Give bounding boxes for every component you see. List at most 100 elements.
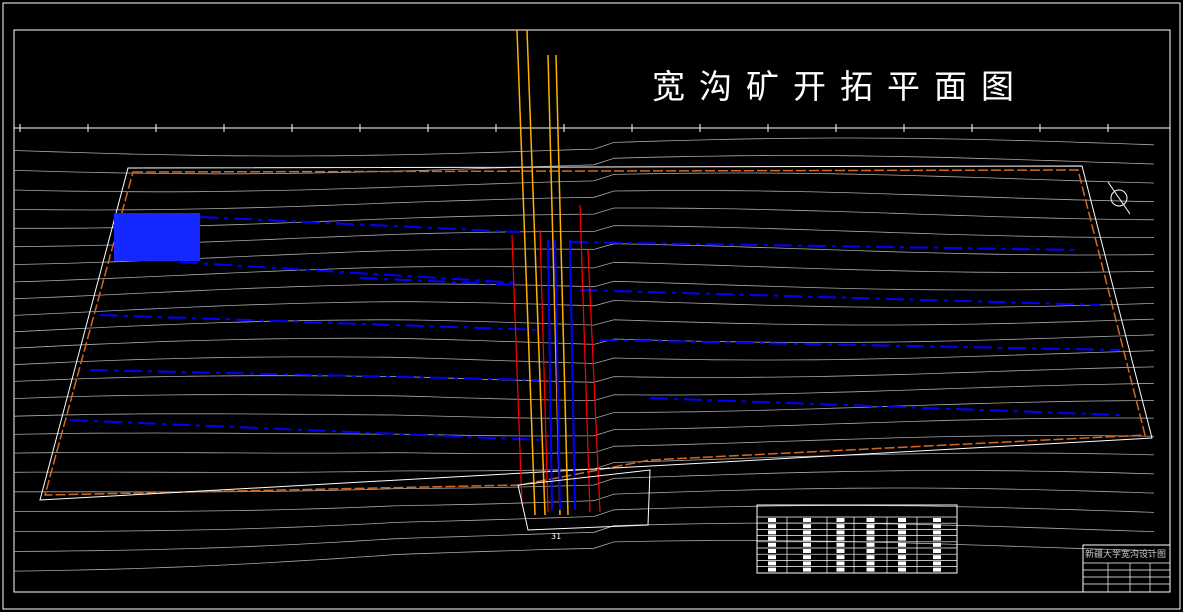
contour-line bbox=[13, 155, 1155, 175]
coal-seam-line bbox=[99, 314, 541, 331]
inner-frame bbox=[13, 29, 1171, 593]
legend-cell-text bbox=[898, 549, 906, 553]
legend-cell-text bbox=[836, 542, 845, 547]
coal-seam-line bbox=[599, 339, 1121, 351]
legend-cell-text bbox=[836, 530, 845, 535]
coal-seam-line bbox=[359, 277, 521, 286]
drawing-title: 宽沟矿开拓平面图 bbox=[652, 67, 1028, 106]
legend-cell-text bbox=[898, 518, 906, 522]
contour-line bbox=[13, 400, 1155, 419]
legend-cell-text bbox=[898, 524, 906, 529]
legend-cell-text bbox=[933, 542, 941, 547]
contour-line bbox=[13, 225, 1154, 248]
fault-line bbox=[579, 204, 591, 513]
contour-line bbox=[13, 366, 1155, 383]
legend-cell-text bbox=[836, 524, 845, 529]
legend-cell-text bbox=[866, 530, 875, 535]
shaft-bottom-outline bbox=[517, 469, 651, 531]
legend-cell-text bbox=[803, 518, 811, 522]
legend-cell-text bbox=[836, 549, 845, 553]
legend-cell-text bbox=[768, 536, 776, 541]
contour-line bbox=[13, 417, 1155, 437]
roadway-line bbox=[554, 239, 561, 511]
coal-seam-line bbox=[179, 261, 521, 284]
legend-cell-text bbox=[768, 518, 776, 522]
legend-cell-text bbox=[933, 567, 941, 572]
contour-line bbox=[13, 505, 1155, 532]
legend-cell-text bbox=[836, 555, 845, 560]
legend-cell-text bbox=[803, 530, 811, 535]
legend-cell-text bbox=[933, 530, 941, 535]
legend-cell-text bbox=[933, 561, 941, 566]
shaft-line bbox=[526, 29, 546, 516]
legend-cell-text bbox=[866, 549, 875, 553]
legend-cell-text bbox=[866, 518, 875, 522]
contour-line bbox=[13, 190, 1155, 211]
legend-cell-text bbox=[933, 536, 941, 541]
legend-cell-text bbox=[768, 549, 776, 553]
legend-cell-text bbox=[768, 530, 776, 535]
contour-line bbox=[13, 522, 1155, 552]
legend-cell-text bbox=[933, 549, 941, 553]
roadway-line bbox=[569, 239, 576, 511]
coal-seam-line bbox=[569, 241, 1081, 251]
legend-cell-text bbox=[866, 561, 875, 566]
legend-cell-text bbox=[836, 561, 845, 566]
legend-cell-text bbox=[933, 555, 941, 560]
legend-cell-text bbox=[803, 542, 811, 547]
contour-line bbox=[13, 137, 1155, 157]
legend-cell-text bbox=[768, 524, 776, 529]
shaft-line bbox=[516, 29, 536, 516]
legend-cell-text bbox=[898, 542, 906, 547]
contour-line bbox=[13, 540, 1155, 572]
legend-cell-text bbox=[768, 555, 776, 560]
shaft-line bbox=[555, 54, 569, 516]
contour-line bbox=[13, 261, 1155, 283]
coal-seam-line bbox=[579, 289, 1101, 306]
coal-seam-line bbox=[69, 419, 541, 441]
coal-seam-line bbox=[199, 216, 521, 233]
roadway-line bbox=[547, 239, 553, 511]
legend-cell-text bbox=[768, 542, 776, 547]
legend-cell-text bbox=[836, 518, 845, 522]
fault-line bbox=[511, 234, 523, 506]
legend-cell-text bbox=[898, 536, 906, 541]
legend-cell-text bbox=[836, 536, 845, 541]
legend-cell-text bbox=[836, 567, 845, 572]
legend-cell-text bbox=[866, 536, 875, 541]
legend-cell-text bbox=[768, 561, 776, 566]
legend-cell-text bbox=[933, 524, 941, 529]
legend-cell-text bbox=[866, 555, 875, 560]
legend-cell-text bbox=[866, 542, 875, 547]
fault-line bbox=[587, 249, 601, 513]
legend-cell-text bbox=[866, 524, 875, 529]
legend-cell-text bbox=[768, 567, 776, 572]
legend-cell-text bbox=[803, 555, 811, 560]
north-arrow-icon bbox=[1110, 189, 1128, 207]
legend-cell-text bbox=[898, 530, 906, 535]
title-block bbox=[1082, 544, 1171, 593]
contour-line bbox=[13, 383, 1155, 402]
legend-cell-text bbox=[933, 518, 941, 522]
coal-seam-line bbox=[89, 369, 541, 381]
coal-seam-line bbox=[649, 397, 1121, 416]
legend-cell-text bbox=[803, 536, 811, 541]
contour-line bbox=[13, 435, 1155, 454]
contour-line bbox=[13, 172, 1155, 193]
mining-area-outline bbox=[39, 165, 1153, 501]
fault-line bbox=[539, 229, 549, 513]
legend-cell-text bbox=[803, 561, 811, 566]
contour-line bbox=[14, 207, 1155, 229]
legend-cell-text bbox=[898, 561, 906, 566]
shaft-label: 31 bbox=[551, 532, 562, 541]
legend-cell-text bbox=[803, 567, 811, 572]
legend-cell-text bbox=[898, 567, 906, 572]
contour-line bbox=[13, 280, 1155, 300]
contour-line bbox=[13, 243, 1155, 265]
contour-line bbox=[13, 300, 1155, 316]
legend-cell-text bbox=[898, 555, 906, 560]
title-block-name: 新疆大学宽沟设计图 bbox=[1085, 550, 1167, 560]
legend-cell-text bbox=[803, 549, 811, 553]
